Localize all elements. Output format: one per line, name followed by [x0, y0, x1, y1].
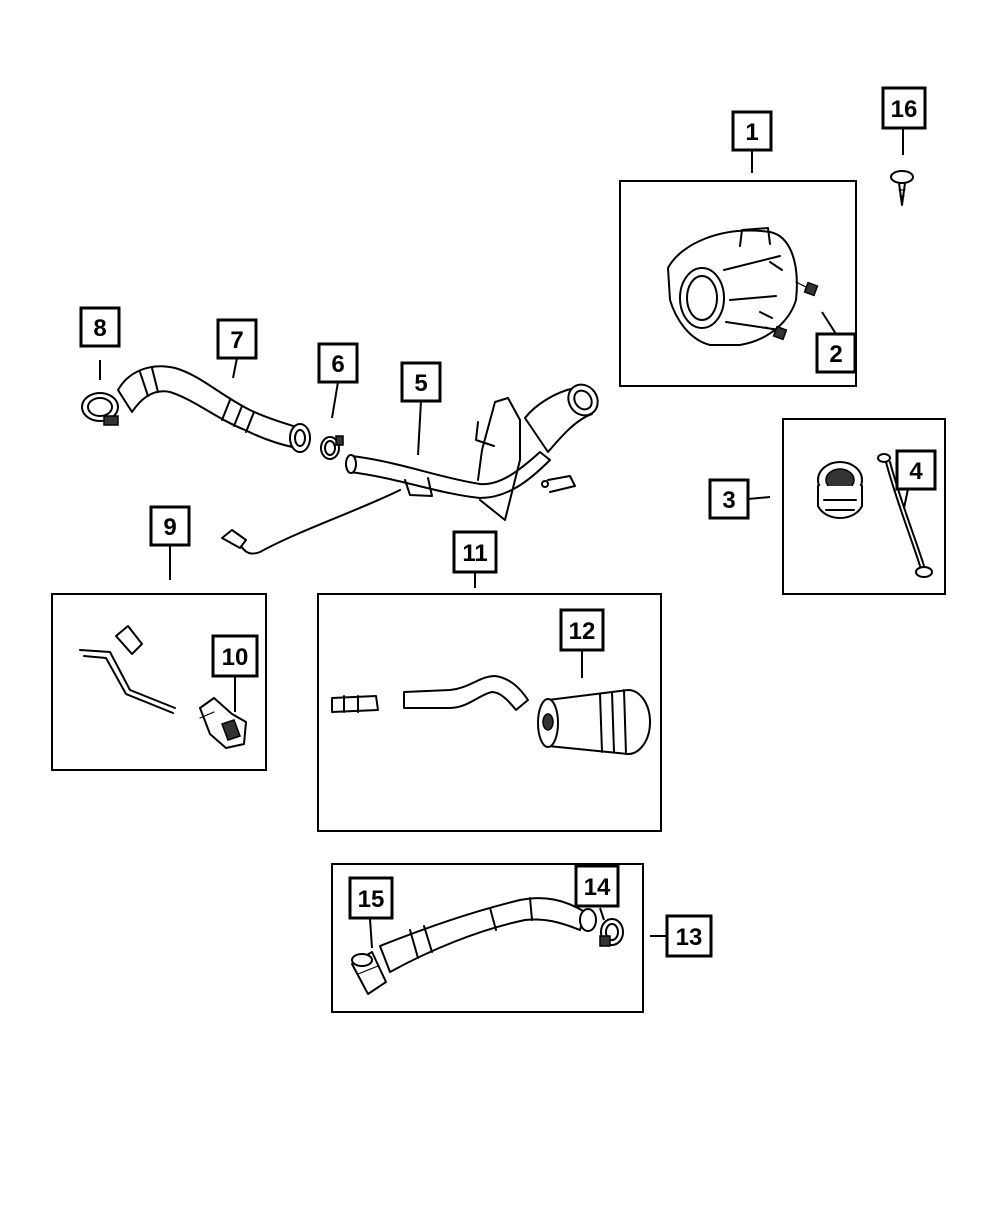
callout-1: 1 [731, 110, 773, 152]
callout-13-label: 13 [676, 924, 703, 951]
vapor-canister [537, 689, 651, 755]
callout-5: 5 [400, 361, 442, 403]
callout-11-label: 11 [462, 540, 487, 567]
group-box-cap [782, 418, 946, 595]
cap-tether [877, 453, 933, 578]
filler-hose [117, 365, 311, 453]
callout-5-label: 5 [414, 370, 427, 397]
group-box-vapor-kit [317, 593, 662, 832]
callout-11: 11 [452, 530, 498, 574]
group-box-vent-line [51, 593, 267, 771]
callout-7-label: 7 [230, 327, 243, 354]
callout-2: 2 [815, 332, 857, 374]
callout-4: 4 [895, 449, 937, 491]
callout-15-label: 15 [358, 886, 385, 913]
fuel-cap [817, 461, 863, 519]
callout-4-label: 4 [909, 458, 923, 485]
callout-9-label: 9 [163, 514, 176, 541]
callout-9: 9 [149, 505, 191, 547]
hose-clamp-small [320, 435, 344, 460]
hose-grommet [351, 951, 387, 995]
lower-hose-clamp [599, 918, 624, 947]
callout-14-label: 14 [584, 874, 611, 901]
callout-2-label: 2 [829, 341, 842, 368]
vent-tube [79, 625, 176, 714]
filler-housing [667, 227, 798, 346]
vent-valve-connector [199, 697, 247, 749]
callout-8-label: 8 [93, 315, 106, 342]
callout-10: 10 [211, 634, 259, 678]
housing-screws [765, 281, 819, 341]
callout-12-label: 12 [569, 618, 596, 645]
lower-fill-hose [379, 897, 597, 973]
vapor-tubes [331, 675, 529, 713]
callout-13: 13 [665, 914, 713, 958]
callout-10-label: 10 [222, 644, 249, 671]
callout-1-label: 1 [745, 119, 758, 146]
callout-3: 3 [708, 478, 750, 520]
callout-16-label: 16 [891, 96, 918, 123]
callout-6: 6 [317, 342, 359, 384]
callout-12: 12 [559, 608, 605, 652]
leader-lines [99, 128, 909, 949]
group-box-hose-kit [331, 863, 644, 1013]
callout-8: 8 [79, 306, 121, 348]
group-box-housing [619, 180, 857, 387]
callout-14: 14 [574, 864, 620, 908]
callout-15: 15 [348, 876, 394, 920]
callout-6-label: 6 [331, 351, 344, 378]
filler-tube-assembly [221, 383, 599, 555]
callout-16: 16 [881, 86, 927, 130]
hose-clamp-large [81, 392, 119, 426]
callout-7: 7 [216, 318, 258, 360]
push-pin-fastener [890, 170, 914, 206]
callout-3-label: 3 [722, 487, 735, 514]
